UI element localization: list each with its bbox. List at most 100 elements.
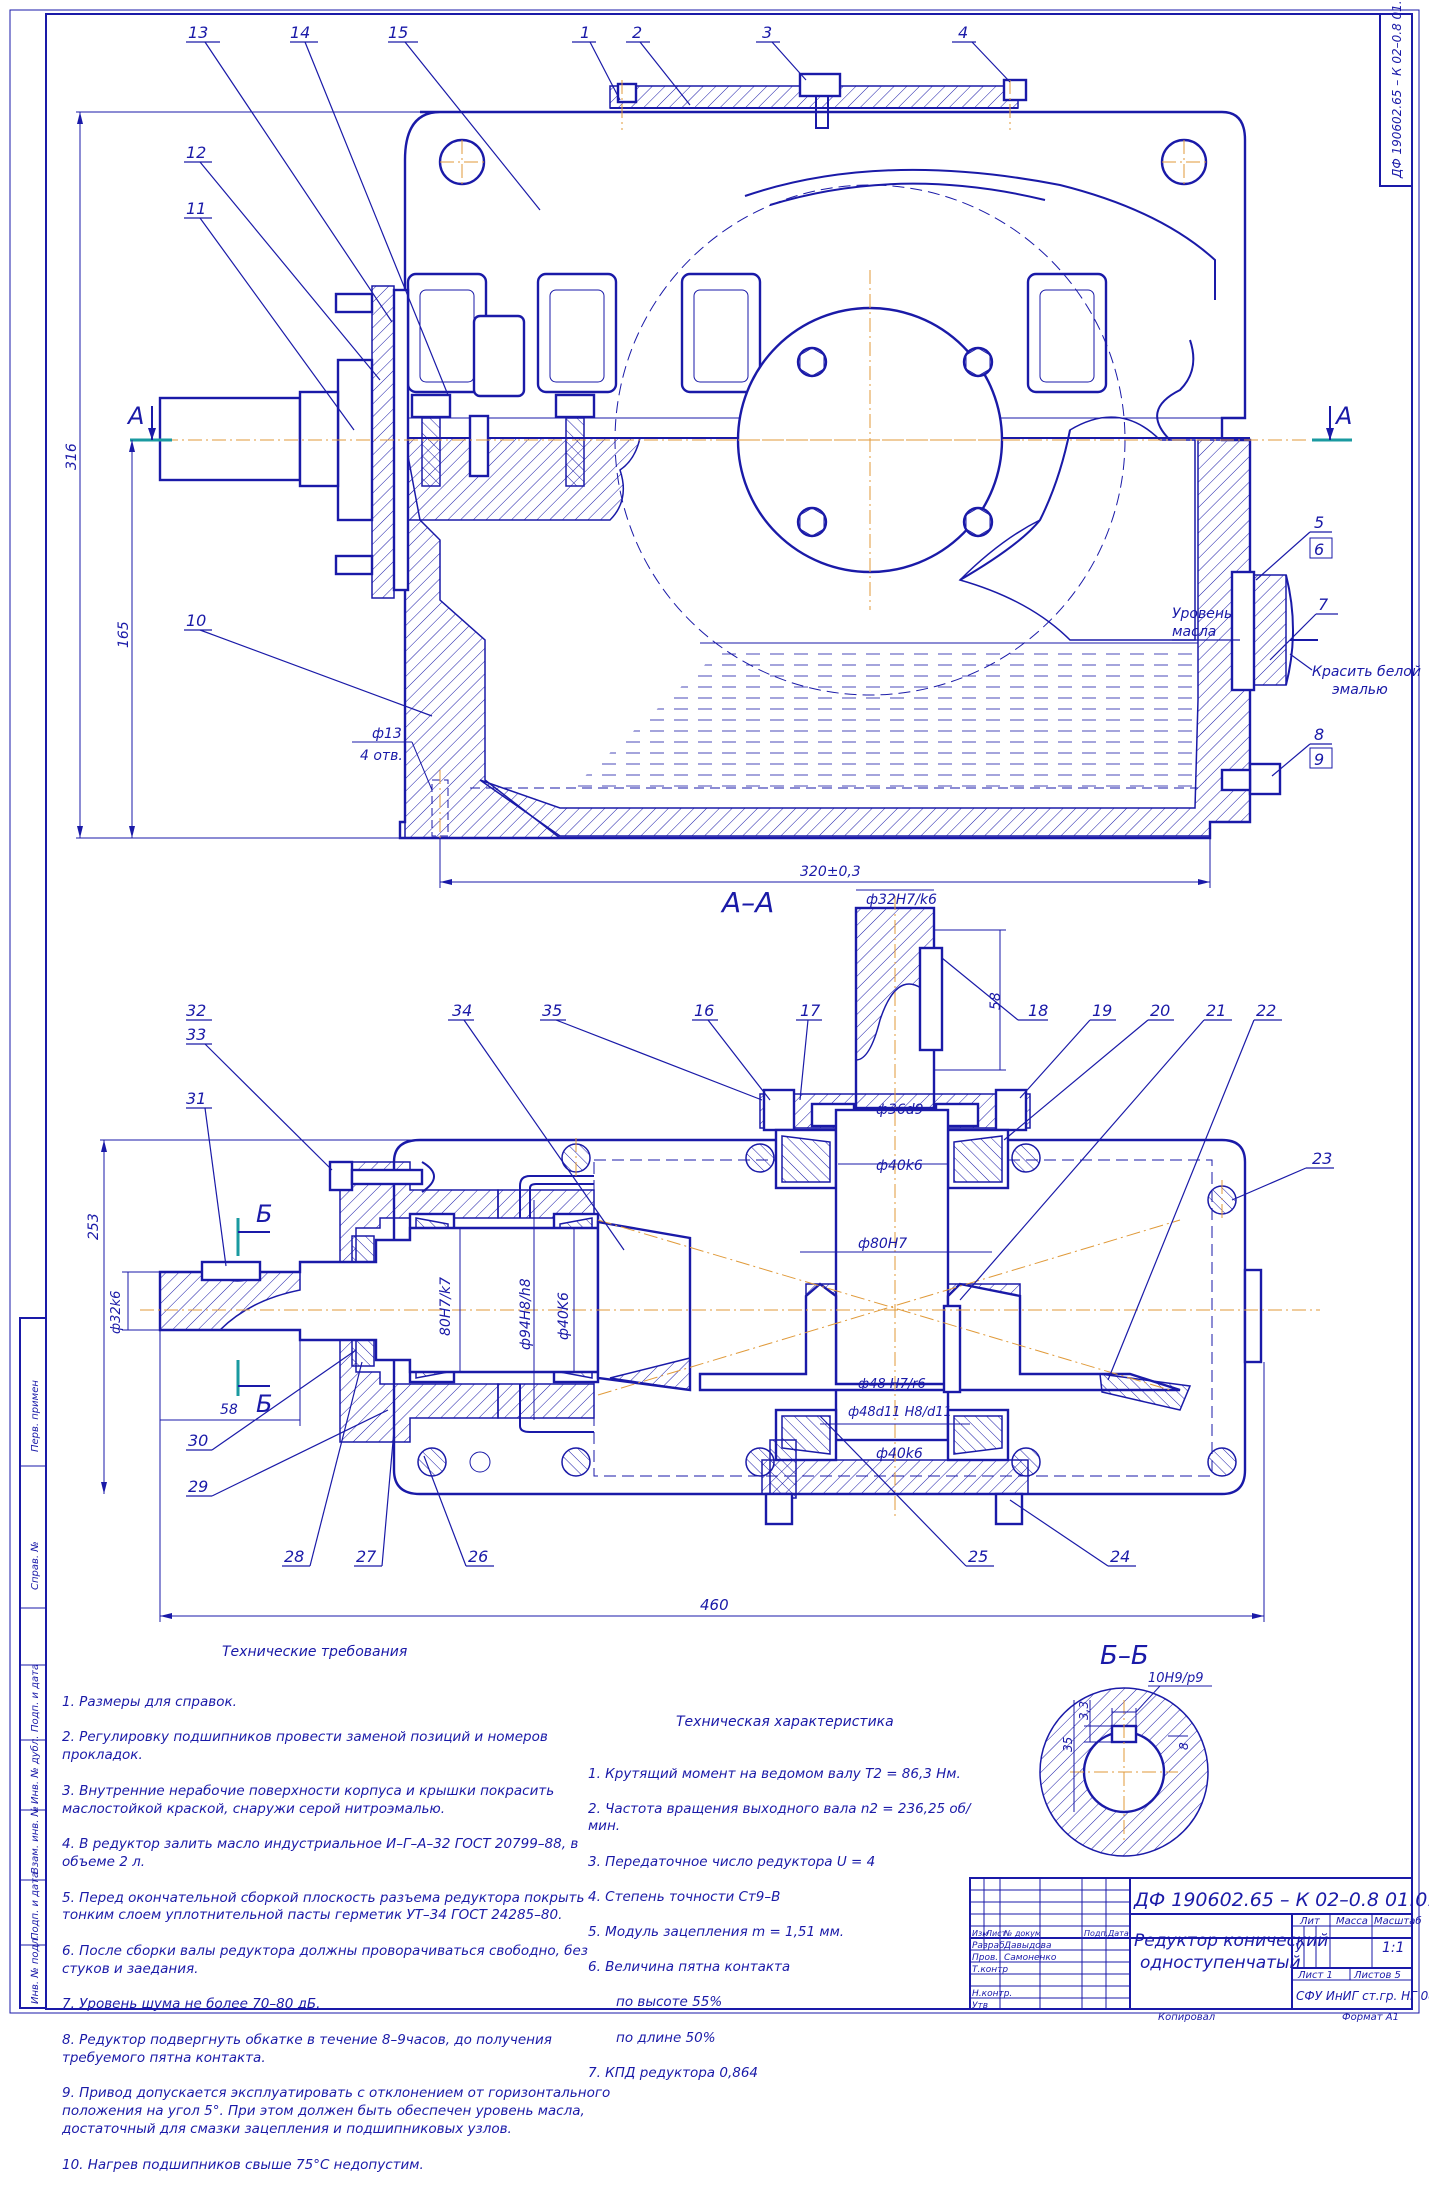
row-label-2: № докум <box>1003 1929 1041 1938</box>
pos-2: 2 <box>632 23 642 42</box>
key-fit: 10H9/p9 <box>1148 1671 1204 1686</box>
leaders-plan: 32 33 31 34 35 16 17 18 19 20 21 22 23 2… <box>186 957 1334 1567</box>
dim-48: ф48 H7/r6 <box>858 1377 926 1392</box>
pos-16: 16 <box>694 1001 714 1020</box>
section-bb: Б–Б 10H9/p9 3,3 35 8 <box>1039 1641 1212 1857</box>
pos-25: 25 <box>968 1547 988 1566</box>
dim-94H8h8: ф94H8/h8 <box>518 1278 534 1350</box>
sheet-no: Лист 1 <box>1297 1970 1333 1981</box>
plan-section: ф80H7 ф40k6 ф36d9 ф48 H7/r6 ф48d11 H8/d1… <box>86 889 1320 1622</box>
assembly-drawing: ДФ 190602.65 – К 02–0.8 01.01.00 СБ Перв… <box>9 0 1429 2023</box>
side-label-2: Подп. и дата <box>30 1664 41 1732</box>
role-1: Пров. <box>972 1953 998 1963</box>
req-item: 4. В редуктор залить масло индустриально… <box>62 1836 579 1870</box>
side-label-4: Взам. инв. № <box>30 1806 41 1874</box>
side-label-6: Инв. № подл. <box>30 1935 41 2004</box>
role-2: Т.контр <box>972 1965 1008 1975</box>
dim-253: 253 <box>86 1213 102 1240</box>
side-label-1: Справ. № <box>30 1541 41 1590</box>
pos-33: 33 <box>186 1025 206 1044</box>
pos-15: 15 <box>388 23 408 42</box>
row-label-0: Изм <box>972 1929 988 1938</box>
section-title-aa: А–А <box>720 886 774 919</box>
section-mark-b-top: Б <box>256 1200 272 1228</box>
role-5: Утв <box>972 2001 988 2011</box>
dim-316: 316 <box>64 443 80 470</box>
leaders-front: 13 14 15 1 2 3 4 12 11 10 5 6 7 8 9 <box>184 23 1338 777</box>
side-label-0: Перв. примен <box>30 1380 41 1452</box>
req-item: 7. Уровень шума не более 70–80 дБ. <box>62 1996 321 2013</box>
req-item: 10. Нагрев подшипников свыше 75°С недопу… <box>62 2156 424 2173</box>
row-label-1: Лист <box>985 1929 1007 1938</box>
tech-characteristics-title: Техническая характеристика <box>676 1714 894 1730</box>
char-item: по длине 50% <box>616 2029 716 2046</box>
dim-58-left: 58 <box>220 1402 238 1418</box>
pos-24: 24 <box>1110 1547 1130 1566</box>
pos-13: 13 <box>188 23 208 42</box>
pos-27: 27 <box>356 1547 377 1566</box>
lit-value: У <box>1295 1941 1303 1955</box>
char-item: по высоте 55% <box>616 1994 723 2011</box>
pos-21: 21 <box>1206 1001 1226 1020</box>
scale-value: 1:1 <box>1382 1940 1405 1956</box>
pos-26: 26 <box>468 1547 488 1566</box>
row-label-4: Дата <box>1107 1929 1129 1938</box>
pos-6: 6 <box>1314 540 1324 559</box>
row-label-3: Подп. <box>1084 1929 1108 1938</box>
dim-32H7k6: ф32H7/k6 <box>866 892 937 908</box>
copied-label: Копировал <box>1158 2012 1216 2023</box>
pos-5: 5 <box>1314 513 1324 532</box>
pos-12: 12 <box>186 143 206 162</box>
role-4: Н.контр. <box>972 1989 1012 1999</box>
side-label-3: Инв. № дубл. <box>29 1736 41 1804</box>
pos-8: 8 <box>1314 725 1324 744</box>
pos-20: 20 <box>1150 1001 1170 1020</box>
dim-40k6-top: ф40k6 <box>876 1158 923 1174</box>
pos-3: 3 <box>762 23 772 42</box>
pos-31: 31 <box>186 1089 206 1108</box>
pos-23: 23 <box>1312 1149 1332 1168</box>
role-0: Разраб <box>972 1941 1005 1951</box>
pos-11: 11 <box>186 199 206 218</box>
tech-requirements: 1. Размеры для справок. 2. Регулировку п… <box>62 1676 622 2192</box>
title-code: ДФ 190602.65 – К 02–0.8 01.01.00 СБ <box>1133 1889 1429 1911</box>
dim-48d11: ф48d11 H8/d11 <box>848 1405 952 1420</box>
outer-frame <box>9 9 1420 2014</box>
dim-36d9: ф36d9 <box>876 1102 924 1118</box>
pos-34: 34 <box>452 1001 472 1020</box>
req-item: 6. После сборки валы редуктора должны пр… <box>62 1942 588 1977</box>
key-dim-2: 35 <box>1061 1737 1075 1752</box>
pos-28: 28 <box>284 1547 304 1566</box>
key-dim-3: 8 <box>1177 1742 1191 1750</box>
dim-320: 320±0,3 <box>800 864 861 880</box>
key-dim-1: 3,3 <box>1077 1701 1091 1720</box>
col-scale: Масштаб <box>1374 1915 1422 1927</box>
oil-level-label-2: масла <box>1172 624 1216 640</box>
title-name-2: одноступенчатый <box>1140 1953 1301 1973</box>
title-block: ДФ 190602.65 – К 02–0.8 01.01.00 СБ Реду… <box>969 1877 1429 2023</box>
char-item: 2. Частота вращения выходного вала n2 = … <box>588 1800 971 1835</box>
paint-note-1: Красить белой <box>1312 664 1421 680</box>
pos-35: 35 <box>542 1001 562 1020</box>
pos-18: 18 <box>1028 1001 1048 1020</box>
char-item: 6. Величина пятна контакта <box>588 1959 791 1976</box>
pos-32: 32 <box>186 1001 206 1020</box>
left-strip: Перв. примен Справ. № Подп. и дата Инв. … <box>19 1317 47 2009</box>
req-item: 1. Размеры для справок. <box>62 1693 237 1710</box>
pos-29: 29 <box>188 1477 208 1496</box>
pos-19: 19 <box>1092 1001 1112 1020</box>
pos-4: 4 <box>958 23 968 42</box>
req-item: 2. Регулировку подшипников провести заме… <box>62 1729 548 1764</box>
title-name-1: Редуктор конический <box>1134 1931 1328 1951</box>
top-stamp-box <box>1379 13 1413 187</box>
inner-frame <box>45 13 1413 2010</box>
char-item: 7. КПД редуктора 0,864 <box>588 2064 759 2081</box>
pos-22: 22 <box>1256 1001 1276 1020</box>
req-item: 9. Привод допускается эксплуатировать с … <box>62 2085 611 2137</box>
pos-30: 30 <box>188 1431 208 1450</box>
col-mass: Масса <box>1336 1916 1368 1927</box>
dim-460: 460 <box>700 1596 729 1614</box>
side-label-5: Подп. и дата <box>30 1872 41 1940</box>
person-1: Самоненко <box>1004 1953 1057 1963</box>
char-item: 5. Модуль зацепления m = 1,51 мм. <box>588 1923 845 1940</box>
